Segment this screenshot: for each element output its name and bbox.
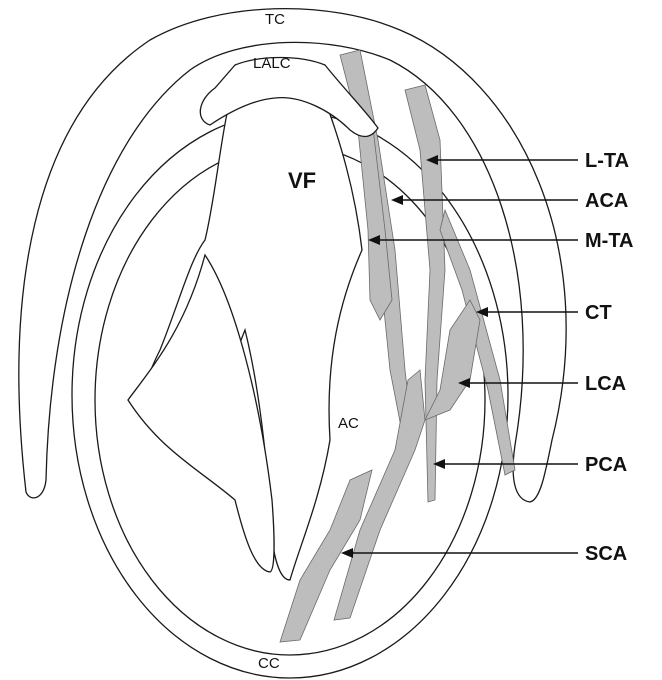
callout-ct: CT [585, 302, 612, 324]
label-tc: TC [265, 11, 285, 28]
callout-sca: SCA [585, 543, 627, 565]
callout-m-ta: M-TA [585, 230, 634, 252]
arrowhead-sca [341, 548, 353, 558]
label-cc: CC [258, 655, 280, 672]
callout-aca: ACA [585, 190, 628, 212]
callout-pca: PCA [585, 454, 627, 476]
label-vf: VF [288, 168, 316, 193]
label-ac: AC [338, 415, 359, 432]
callout-lca: LCA [585, 373, 626, 395]
callout-l-ta: L-TA [585, 150, 629, 172]
arrowhead-aca [391, 195, 403, 205]
label-lalc: LALC [253, 55, 291, 72]
